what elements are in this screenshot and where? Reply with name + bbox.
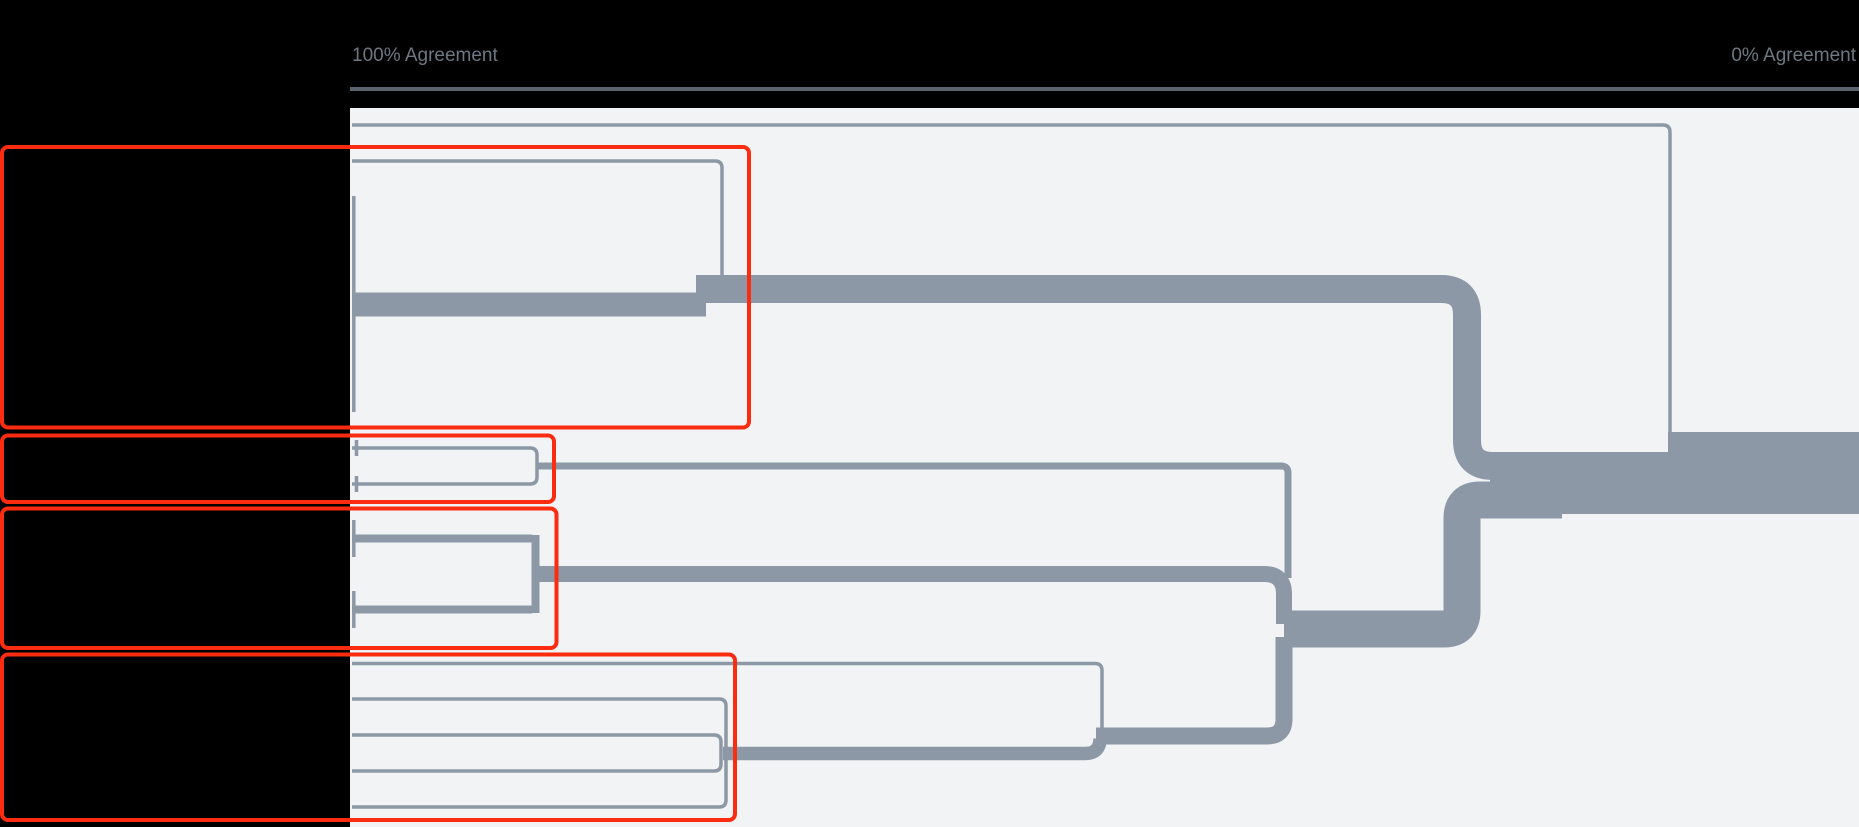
dendrogram-branches xyxy=(352,123,1859,809)
axis-label-100-agreement: 100% Agreement xyxy=(352,45,498,66)
dendrogram-branch-8 xyxy=(536,462,1292,578)
axis-label-0-agreement: 0% Agreement xyxy=(1731,45,1856,66)
dendrogram-branch-22 xyxy=(1096,637,1293,745)
redacted-label-sidebar xyxy=(0,0,350,827)
dendrogram-branch-5 xyxy=(352,446,539,486)
highlight-group-boxes xyxy=(0,145,751,822)
dendrogram-branch-15 xyxy=(1284,481,1562,648)
dendrogram-branch-3 xyxy=(352,159,724,280)
highlight-group-box-2 xyxy=(0,433,556,504)
dendrogram-branch-0 xyxy=(352,123,1672,436)
dendrogram-branch-14 xyxy=(536,566,1292,624)
dendrogram-branch-20 xyxy=(352,733,723,773)
dendrogram-branch-4 xyxy=(696,275,1565,480)
highlight-group-box-1 xyxy=(0,145,751,430)
dendrogram-branch-19 xyxy=(352,697,728,809)
dendrogram-branch-21 xyxy=(723,738,1107,761)
highlight-group-box-3 xyxy=(0,506,559,650)
dendrogram-branch-18 xyxy=(352,661,1104,732)
axis-rule xyxy=(350,87,1859,91)
highlight-group-box-4 xyxy=(0,652,737,822)
